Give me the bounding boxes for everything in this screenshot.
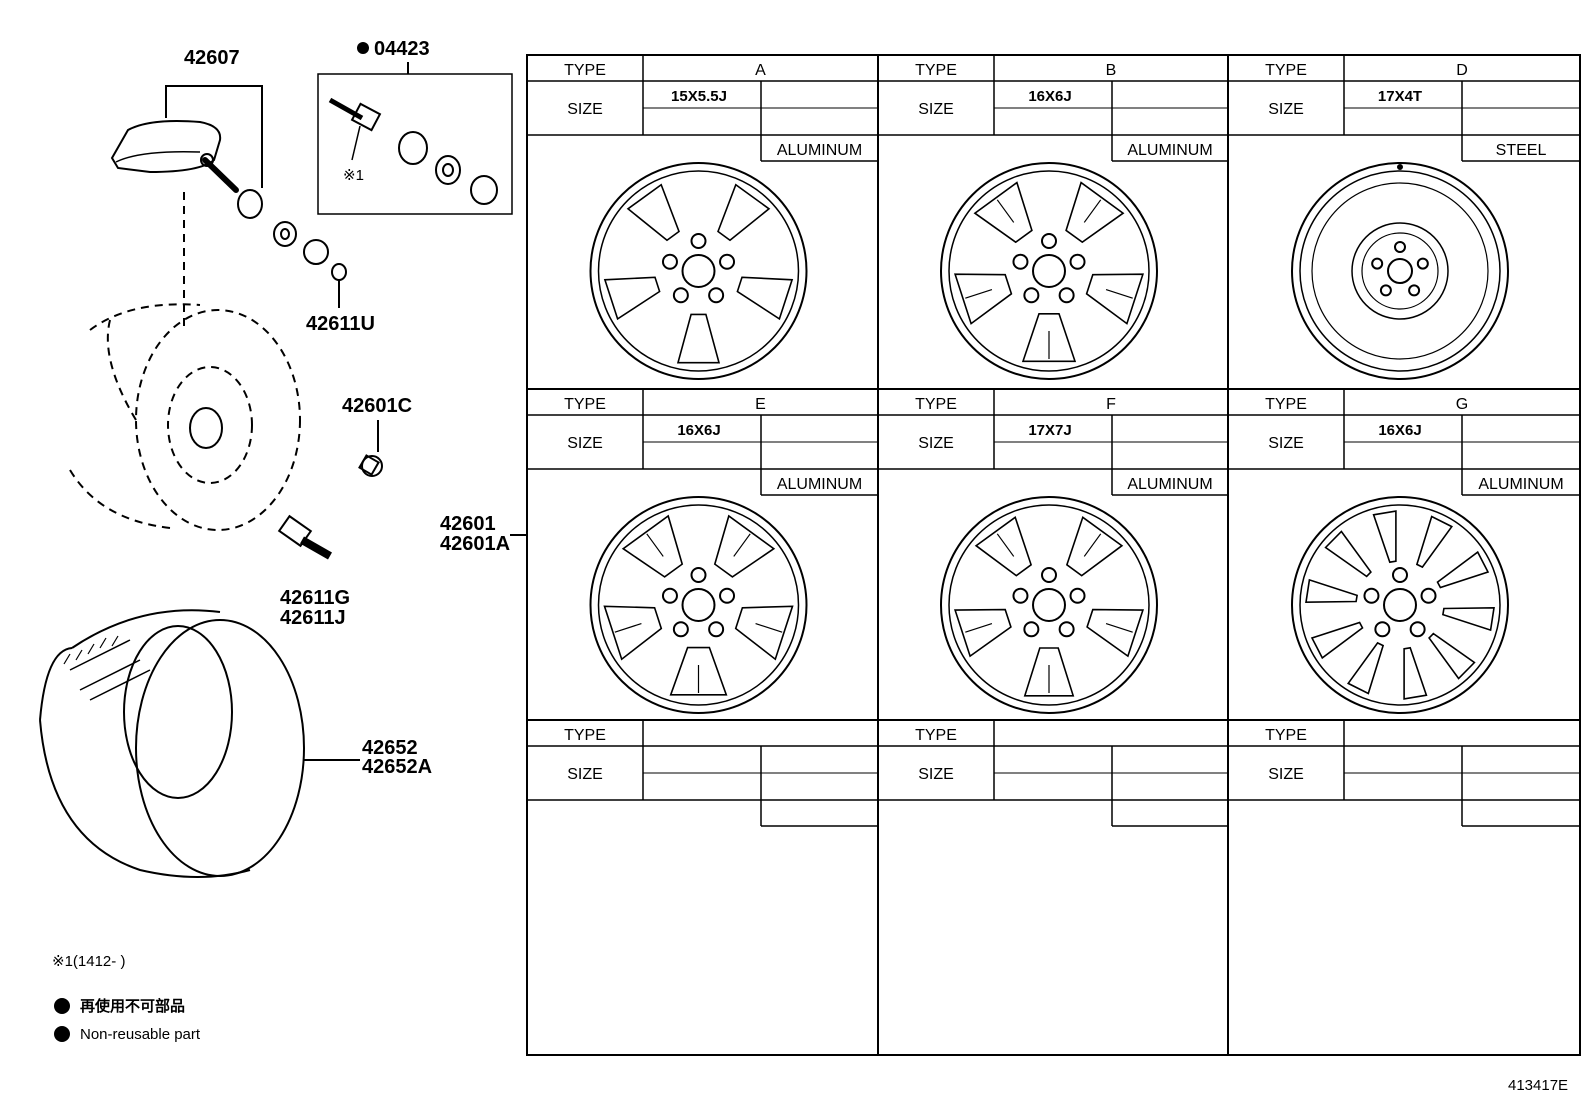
label-04423[interactable]: 04423 [374,38,430,60]
kit-washer-icon[interactable] [435,155,461,185]
size-value: 17X4T [1378,88,1422,105]
type-value: A [755,62,766,79]
size-header: SIZE [567,101,603,118]
wheel-cell-blank-8[interactable]: TYPE SIZE [1228,720,1580,827]
wheel-A-icon[interactable] [589,162,808,380]
size-header: SIZE [918,101,954,118]
ref-mark-1: ※1 [343,167,364,184]
size-header: SIZE [1268,766,1304,783]
type-header: TYPE [1265,62,1307,79]
label-42652[interactable]: 42652 [362,737,418,759]
label-42611G[interactable]: 42611G [280,587,350,609]
cap-icon[interactable] [331,263,347,281]
label-42601A[interactable]: 42601A [440,533,510,555]
material-value: ALUMINUM [777,142,862,159]
wheel-cell-D[interactable]: TYPE SIZE D 17X4T STEEL [1228,55,1580,380]
wheel-G-icon[interactable] [1291,496,1509,714]
wheel-outline-icon[interactable] [69,303,301,531]
legend-english: Non-reusable part [80,1026,201,1043]
type-value: B [1106,62,1117,79]
tire-icon[interactable] [39,609,305,878]
type-header: TYPE [915,396,957,413]
kit-grommet-icon[interactable] [398,131,428,165]
wheel-cell-blank-7[interactable]: TYPE SIZE [878,720,1228,827]
type-header: TYPE [564,62,606,79]
wheel-cell-A[interactable]: TYPE SIZE A 15X5.5J ALUMINUM [527,55,878,380]
size-header: SIZE [918,766,954,783]
size-value: 16X6J [1028,88,1071,105]
type-header: TYPE [564,396,606,413]
material-value: ALUMINUM [1127,476,1212,493]
size-value: 16X6J [1378,422,1421,439]
material-value: ALUMINUM [1478,476,1563,493]
non-reusable-dot-icon [357,42,369,54]
label-42652A[interactable]: 42652A [362,756,432,778]
nut-icon[interactable] [303,239,329,265]
type-header: TYPE [915,62,957,79]
material-value: ALUMINUM [777,476,862,493]
figure-id: 413417E [1508,1077,1568,1094]
wheel-F-icon[interactable] [940,496,1158,714]
label-42601[interactable]: 42601 [440,513,496,535]
wheel-E-icon[interactable] [589,496,808,714]
footnote-ref: ※1(1412- ) [52,953,125,970]
size-value: 15X5.5J [671,88,727,105]
label-42601C[interactable]: 42601C [342,395,412,417]
wheel-cell-E[interactable]: TYPE SIZE E 16X6J ALUMINUM [527,389,878,714]
wheel-type-table: TYPE SIZE A 15X5.5J ALUMINUM TYPE SIZE B 16X6J AL… [526,54,1581,1056]
wheel-cell-blank-6[interactable]: TYPE SIZE [527,720,878,827]
lug-nut-icon[interactable] [358,454,383,477]
legend-dot-icon [54,998,70,1014]
size-header: SIZE [567,766,603,783]
material-value: STEEL [1496,142,1547,159]
type-value: G [1456,396,1468,413]
size-header: SIZE [918,435,954,452]
size-header: SIZE [567,435,603,452]
legend-japanese: 再使用不可部品 [80,997,185,1015]
wheel-cell-B[interactable]: TYPE SIZE B 16X6J ALUMINUM [878,55,1228,380]
wheel-B-icon[interactable] [940,162,1158,380]
wheel-cell-F[interactable]: TYPE SIZE F 17X7J ALUMINUM [878,389,1228,714]
wheel-D-icon[interactable] [1291,162,1509,380]
grommet-icon[interactable] [237,189,263,219]
type-value: D [1456,62,1468,79]
type-header: TYPE [1265,396,1307,413]
valve-stem-icon[interactable] [277,514,332,560]
label-42611U[interactable]: 42611U [306,313,375,335]
material-value: ALUMINUM [1127,142,1212,159]
type-value: F [1106,396,1116,413]
size-header: SIZE [1268,435,1304,452]
label-42607[interactable]: 42607 [184,47,240,69]
valve-kit-box [317,73,513,215]
left-parts-group: 42607 42611U 04423 ※1 [39,38,526,878]
size-value: 16X6J [677,422,720,439]
label-42611J[interactable]: 42611J [280,607,346,629]
wheel-cell-G[interactable]: TYPE SIZE G 16X6J ALUMINUM [1228,389,1580,714]
tpms-sensor-icon[interactable] [110,120,239,193]
washer-icon[interactable] [273,221,297,247]
type-header: TYPE [915,727,957,744]
legend-dot-icon-2 [54,1026,70,1042]
size-value: 17X7J [1028,422,1071,439]
valve-core-icon[interactable] [328,97,382,161]
type-header: TYPE [564,727,606,744]
kit-nut-icon[interactable] [470,175,498,205]
type-header: TYPE [1265,727,1307,744]
table-frame [526,54,1581,1056]
size-header: SIZE [1268,101,1304,118]
type-value: E [755,396,766,413]
